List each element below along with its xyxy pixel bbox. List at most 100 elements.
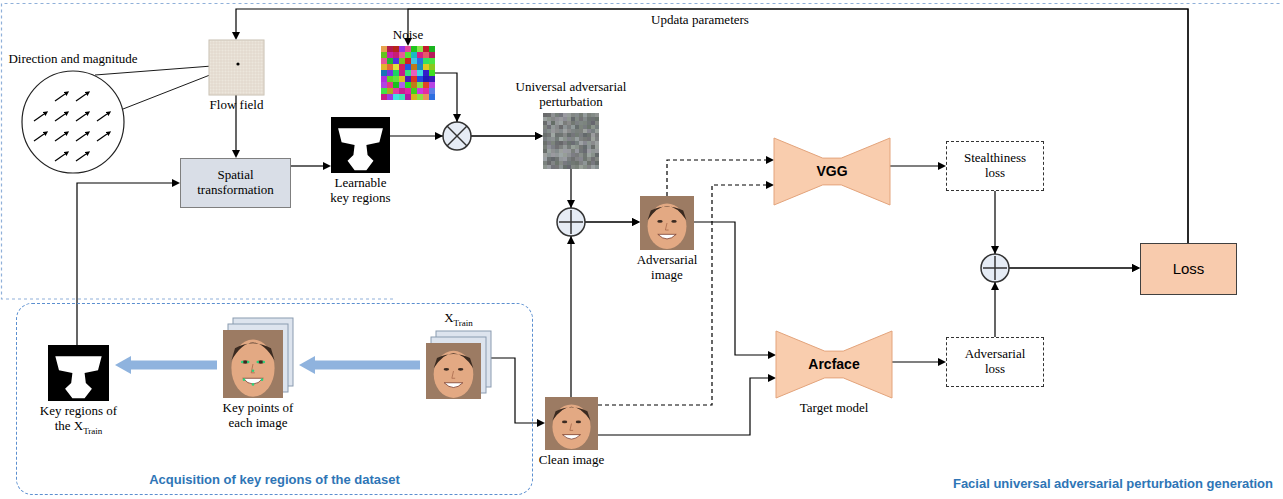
- decor-rect: [423, 76, 429, 82]
- decor-rect: [551, 133, 555, 137]
- decor-circle: [261, 378, 264, 381]
- decor-rect: [587, 157, 591, 161]
- decor-rect: [591, 153, 595, 157]
- decor-rect: [429, 76, 435, 82]
- decor-rect: [567, 149, 571, 153]
- decor-rect: [559, 157, 563, 161]
- decor-rect: [587, 113, 591, 117]
- decor-ellipse: [657, 220, 662, 223]
- decor-path: [570, 424, 573, 431]
- decor-rect: [591, 161, 595, 165]
- decor-rect: [559, 149, 563, 153]
- group-box: Key regions of the XTrainKey points of e…: [16, 303, 533, 495]
- decor-rect: [595, 129, 599, 133]
- decor-rect: [417, 88, 423, 94]
- decor-rect: [405, 52, 411, 58]
- loss-box: Stealthiness loss: [946, 141, 1044, 191]
- decor-rect: [417, 58, 423, 64]
- decor-rect: [429, 58, 435, 64]
- decor-rect: [543, 157, 547, 161]
- decor-rect: [579, 121, 583, 125]
- connector-arrow: [995, 191, 1132, 268]
- node-label: Key points of each image: [212, 401, 304, 431]
- decor-rect: [640, 196, 694, 250]
- decor-rect: [381, 76, 387, 82]
- decor-circle: [236, 62, 239, 65]
- decor-rect: [223, 330, 283, 398]
- arrow-head: [991, 246, 999, 254]
- decor-line: [55, 154, 65, 161]
- decor-rect: [543, 133, 547, 137]
- decor-rect: [575, 153, 579, 157]
- decor-rect: [595, 145, 599, 149]
- decor-line: [263, 40, 264, 95]
- decor-rect: [567, 145, 571, 149]
- connector-arrow: [598, 378, 768, 435]
- decor-line: [209, 43, 264, 44]
- decor-rect: [405, 94, 411, 100]
- decor-rect: [567, 133, 571, 137]
- block-arrow: [131, 361, 217, 370]
- image-stack: Key points of each image: [223, 318, 293, 398]
- decor-line: [209, 46, 264, 47]
- decor-rect: [587, 153, 591, 157]
- decor-rect: [387, 76, 393, 82]
- decor-rect: [579, 145, 583, 149]
- decor-line: [55, 114, 65, 121]
- decor-rect: [399, 58, 405, 64]
- decor-rect: [591, 165, 595, 169]
- decor-path: [562, 435, 580, 440]
- multiply-symbol: [443, 122, 471, 150]
- decor-rect: [575, 149, 579, 153]
- decor-line: [209, 58, 264, 59]
- decor-rect: [381, 46, 387, 52]
- decor-rect: [551, 141, 555, 145]
- decor-rect: [547, 113, 551, 117]
- decor-rect: [209, 40, 264, 95]
- connector-arrow: [667, 160, 766, 196]
- decor-rect: [555, 153, 559, 157]
- mask-image: Learnable key regions: [331, 117, 390, 173]
- decor-rect: [551, 149, 555, 153]
- decor-rect: [387, 52, 393, 58]
- connector-arrow: [598, 185, 766, 405]
- node-picture: [545, 397, 598, 450]
- decor-rect: [411, 94, 417, 100]
- decor-rect: [563, 161, 567, 165]
- decor-rect: [543, 161, 547, 165]
- decor-rect: [429, 94, 435, 100]
- connector-arrow: [694, 222, 768, 355]
- decor-rect: [411, 46, 417, 52]
- decor-rect: [551, 113, 555, 117]
- decor-rect: [387, 82, 393, 88]
- node-picture: [209, 40, 264, 95]
- decor-rect: [571, 125, 575, 129]
- decor-rect: [559, 161, 563, 165]
- decor-rect: [543, 125, 547, 129]
- decor-rect: [417, 82, 423, 88]
- image-stack: XTrain: [426, 331, 491, 399]
- decor-path: [552, 407, 590, 421]
- decor-line: [76, 134, 86, 141]
- decor-rect: [555, 129, 559, 133]
- decor-rect: [547, 121, 551, 125]
- noise-image: Noise: [381, 46, 435, 100]
- decor-rect: [393, 88, 399, 94]
- decor-rect: [547, 117, 551, 121]
- decor-ellipse: [231, 340, 274, 397]
- region-outline: [2, 4, 1282, 300]
- node-label: Universal adversarial perturbation: [496, 80, 646, 110]
- decor-rect: [381, 52, 387, 58]
- arrow-head: [991, 282, 999, 290]
- perturbation-image: Universal adversarial perturbation: [543, 113, 599, 169]
- decor-rect: [559, 133, 563, 137]
- decor-line: [55, 94, 65, 101]
- decor-rect: [579, 141, 583, 145]
- decor-rect: [423, 58, 429, 64]
- decor-line: [97, 114, 107, 121]
- decor-line: [209, 79, 264, 80]
- decor-path: [434, 353, 474, 368]
- decor-rect: [543, 145, 547, 149]
- decor-rect: [559, 137, 563, 141]
- decor-rect: [423, 64, 429, 70]
